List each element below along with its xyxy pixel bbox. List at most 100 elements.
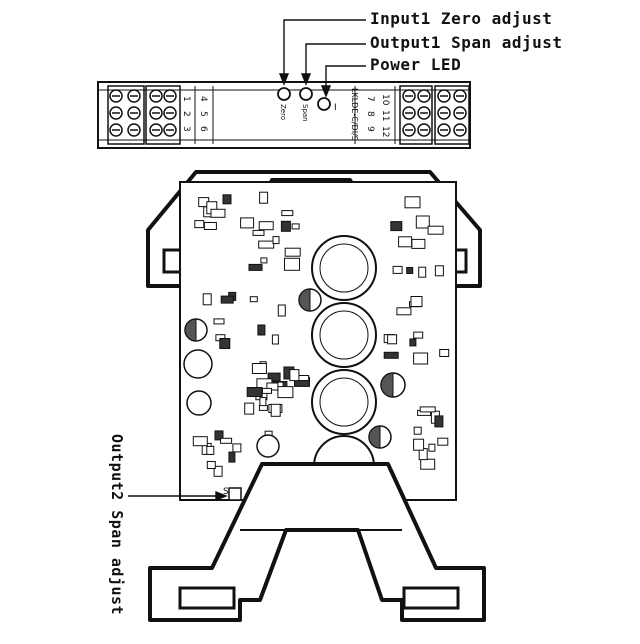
right-terminal-block-a <box>399 85 433 145</box>
input1-zero-callout: Input1 Zero adjust <box>370 9 553 28</box>
pcb-component <box>213 318 225 325</box>
output2-leader <box>128 490 228 502</box>
pcb-component <box>428 443 436 452</box>
pcb-component <box>404 196 421 209</box>
pcb-component <box>409 338 417 347</box>
term-3: 3 <box>181 126 191 132</box>
pcb-component <box>413 438 425 451</box>
pcb-component <box>258 404 268 411</box>
pcb-component <box>420 458 436 470</box>
pcb-component <box>262 387 272 394</box>
output2-span-pot-icon <box>228 487 242 501</box>
pcb-component <box>192 436 208 447</box>
pcb-component <box>219 338 231 349</box>
pcb-component <box>413 426 422 435</box>
term-2: 2 <box>181 111 191 117</box>
pcb-component <box>266 382 279 391</box>
zero-pot-icon <box>277 87 291 101</box>
front-adjusters <box>277 87 331 111</box>
pcb-components <box>192 191 450 477</box>
pcb-component <box>258 221 274 231</box>
pcb-component <box>259 191 269 204</box>
pcb-component <box>419 406 436 413</box>
term-1: 1 <box>181 96 191 102</box>
pcb-component <box>232 443 242 453</box>
pcb-component <box>437 437 449 446</box>
pcb-component <box>270 403 281 417</box>
span-label: Span <box>301 104 309 122</box>
callout-leaders <box>278 19 366 98</box>
zero-label: Zero <box>279 104 287 120</box>
pcb-component <box>248 263 263 271</box>
pcb-component <box>289 369 300 382</box>
left-terminal-block-a <box>107 85 145 145</box>
pcb-component <box>214 430 224 441</box>
pcb-component <box>249 296 258 303</box>
term-5: 5 <box>198 111 208 117</box>
pcb-component <box>392 265 403 274</box>
term-9: 9 <box>365 126 375 132</box>
pcb-component <box>258 240 275 249</box>
pcb-component <box>413 331 424 339</box>
term-11: 11 <box>380 110 390 121</box>
pcb-component <box>298 375 310 381</box>
pcb-component <box>194 220 205 229</box>
pcb-component <box>434 415 444 428</box>
lower-clips <box>178 586 460 610</box>
pcb-component <box>257 324 266 336</box>
pcb-component <box>284 247 301 257</box>
pcb-component <box>415 215 430 229</box>
pcb-component <box>284 257 300 271</box>
pcb-component <box>246 387 263 397</box>
pcb-component <box>398 236 413 248</box>
pcb-component <box>203 222 217 230</box>
terminal-screws <box>109 89 467 137</box>
pcb-component <box>259 397 267 407</box>
pcb-component <box>291 223 300 230</box>
pcb-component <box>228 451 236 463</box>
pcb-component <box>406 267 414 274</box>
pcb-component <box>410 296 423 307</box>
pcb-component <box>427 225 444 235</box>
term-12: 12 <box>380 126 390 137</box>
pcb-component <box>434 265 444 277</box>
power-led-callout: Power LED <box>370 55 462 74</box>
pcb-component <box>260 257 268 264</box>
pcb-component <box>240 217 255 229</box>
output1-span-callout: Output1 Span adjust <box>370 33 563 52</box>
pcb-component <box>396 307 412 316</box>
pcb-component <box>206 461 216 469</box>
pcb-component <box>277 386 294 399</box>
power-led-icon <box>317 97 331 111</box>
pcb-component <box>244 402 255 415</box>
span-pot-icon <box>299 87 313 101</box>
pcb-component <box>387 334 398 345</box>
pcb-component <box>411 238 426 249</box>
pcb-component <box>206 445 215 455</box>
pcb-component <box>281 210 294 217</box>
term-4: 4 <box>198 96 208 102</box>
pcb-component <box>280 220 291 232</box>
hatched-halves <box>184 288 394 449</box>
terminal-numbers: 4 5 6 1 2 3 7 8 9 10 11 12 Zero Span I L… <box>181 88 390 141</box>
term-8: 8 <box>365 111 375 117</box>
pcb-mark: S <box>223 487 229 497</box>
term-7: 7 <box>365 96 375 102</box>
pcb-component <box>202 293 212 306</box>
pcb-component <box>222 194 232 205</box>
pcb-component <box>213 465 223 477</box>
pcb-component <box>220 437 233 444</box>
pcb-component <box>252 229 265 236</box>
led-mark: I <box>334 103 337 113</box>
left-terminal-block-b <box>145 85 181 145</box>
output2-span-callout: Output2 Span adjust <box>108 434 126 616</box>
pcb-component <box>413 352 429 365</box>
pcb-component <box>390 221 403 232</box>
pcb-component <box>251 363 267 374</box>
term-6: 6 <box>198 126 208 132</box>
pcb-component <box>277 304 286 317</box>
pcb-component <box>220 295 234 304</box>
pcb-component <box>383 351 399 359</box>
